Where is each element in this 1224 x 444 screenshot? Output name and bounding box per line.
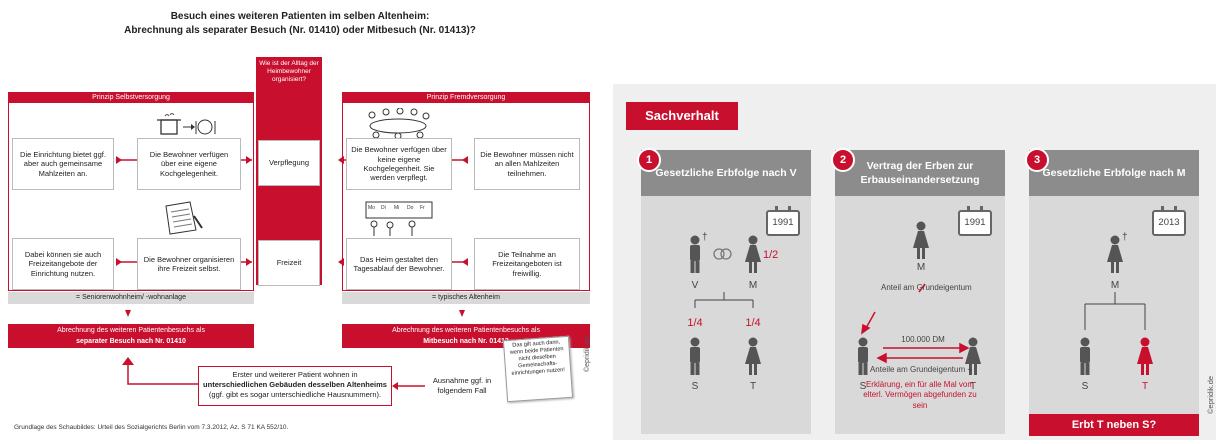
self-free-near: Die Bewohner organisieren ihre Freizeit …: [137, 238, 241, 290]
result-self-line-1: Abrechnung des weiteren Patientenbesuchs…: [57, 327, 205, 334]
connector-arrows: [116, 156, 468, 390]
diagram-title: Besuch eines weiteren Patienten im selbe…: [90, 10, 510, 37]
center-question: Wie ist der Alltag der Heimbewohner orga…: [259, 60, 319, 84]
bottom-box: Erster und weiterer Patient wohnen in un…: [198, 366, 392, 406]
death-mark-v: †: [702, 232, 708, 243]
board-day-0: Mo: [368, 205, 375, 211]
column-2-number: 2: [831, 148, 855, 172]
board-day-2: Mi: [394, 205, 399, 211]
share-t1: 1/4: [745, 317, 760, 329]
result-other-line-1: Abrechnung des weiteren Patientenbesuchs…: [392, 327, 540, 334]
note: Das gilt auch dann, wenn beide Patienten…: [502, 335, 574, 403]
frac-m: 1/2: [763, 249, 778, 261]
arrow-exception: [392, 382, 398, 390]
gray-other: = typisches Altenheim: [342, 292, 590, 304]
dining-table-icon: [368, 108, 430, 138]
cooking-icon: [157, 113, 216, 135]
header-self: Prinzip Selbstversorgung: [8, 92, 254, 103]
column-1: [641, 150, 811, 434]
arrow-down-self: [125, 310, 131, 317]
other-meal-near: Die Bewohner verfügen über keine eigene …: [346, 138, 452, 190]
woman-icon-t3: [1137, 337, 1153, 375]
label-t1: T: [750, 381, 756, 392]
label-v: V: [692, 280, 699, 291]
woman-icon-m3: [1107, 235, 1123, 273]
calendar-icon-3: 2013: [1152, 206, 1186, 236]
label-s2: S: [860, 381, 867, 392]
header-other: Prinzip Fremdversorgung: [342, 92, 590, 103]
frame-other: [342, 103, 590, 291]
man-icon-s3: [1080, 337, 1090, 375]
arrow-down-other: [459, 310, 465, 317]
self-meal-near: Die Bewohner verfügen über eine eigene K…: [137, 138, 241, 190]
row-verpflegung: Verpflegung: [258, 140, 320, 186]
question-bar: Erbt T neben S?: [1029, 414, 1199, 436]
board-day-4: Fr: [420, 205, 425, 211]
woman-icon-m: [745, 235, 761, 273]
woman-icon-m2: [913, 221, 929, 259]
result-self: Abrechnung des weiteren Patientenbesuchs…: [8, 324, 254, 348]
man-icon-s2: [858, 337, 868, 375]
man-icon-s1: [690, 337, 700, 375]
column-3: [1029, 150, 1199, 434]
planner-notebook-icon: [165, 201, 203, 235]
label-t2: T: [970, 381, 976, 392]
amount-label: 100.000 DM: [901, 335, 945, 344]
column-2: [835, 150, 1005, 434]
footer-note: Grundlage des Schaubildes: Urteil des So…: [14, 424, 289, 431]
arrow-left-4: [338, 258, 344, 266]
label-s3: S: [1082, 381, 1089, 392]
red-declaration: Erklärung, ein für alle Mal vom elterl. …: [863, 380, 977, 410]
self-meal-far: Die Einrichtung bietet ggf. aber auch ge…: [12, 138, 114, 190]
share-plus-label: Anteile am Grundeigentum +: [870, 365, 972, 374]
bottom-line-3: (ggf. gibt es sogar unterschiedliche Hau…: [208, 389, 382, 399]
label-m3: M: [1111, 280, 1119, 291]
other-free-far: Die Teilnahme an Freizeitangeboten ist f…: [474, 238, 580, 290]
arrow-up-bottom: [122, 357, 134, 365]
board-day-1: Di: [381, 205, 386, 211]
label-m1: M: [749, 280, 757, 291]
exception-text: Ausnahme ggf. in folgendem Fall: [432, 376, 492, 395]
result-self-line-2: separater Besuch nach Nr. 01410: [76, 338, 186, 345]
result-other-line-2: Mitbesuch nach Nr. 01413: [423, 338, 509, 345]
bottom-line-2: unterschiedlichen Gebäuden desselben Alt…: [203, 379, 387, 389]
column-3-title: Gesetzliche Erbfolge nach M: [1029, 150, 1199, 196]
other-meal-far: Die Bewohner müssen nicht an allen Mahlz…: [474, 138, 580, 190]
calendar-icon-1: 1991: [766, 206, 800, 236]
self-free-far: Dabei können sie auch Freizeitangebote d…: [12, 238, 114, 290]
row-freizeit: Freizeit: [258, 240, 320, 286]
family-figures: † 1/2 V M 1/4 1/4 S T M Anteil am Grunde…: [687, 221, 1153, 392]
schedule-board-icon: Mo Di Mi Do Fr: [365, 201, 433, 236]
label-m2: M: [917, 262, 925, 273]
title-line-2: Abrechnung als separater Besuch (Nr. 014…: [124, 24, 476, 36]
column-1-number: 1: [637, 148, 661, 172]
column-2-title: Vertrag der Erben zur Erbauseinandersetz…: [835, 150, 1005, 196]
title-line-1: Besuch eines weiteren Patienten im selbe…: [170, 11, 430, 22]
column-1-title: Gesetzliche Erbfolge nach V: [641, 150, 811, 196]
column-3-number: 3: [1025, 148, 1049, 172]
man-icon-v: [690, 235, 700, 273]
anteil-label: Anteil am Grundeigentum: [881, 283, 972, 292]
other-free-near: Das Heim gestaltet den Tagesablauf der B…: [346, 238, 452, 290]
copyright-left: ©epridik.de: [584, 336, 591, 372]
arrow-left-2: [338, 156, 344, 164]
calendar-icon-2: 1991: [958, 206, 992, 236]
section-title: Sachverhalt: [626, 102, 738, 130]
board-day-3: Do: [407, 205, 414, 211]
label-t3: T: [1142, 381, 1148, 392]
gray-self: = Seniorenwohnheim/ -wohnanlage: [8, 292, 254, 304]
bottom-line-1: Erster und weiterer Patient wohnen in: [232, 370, 358, 379]
share-s1: 1/4: [687, 317, 702, 329]
rings-icon: [713, 248, 732, 260]
woman-icon-t1: [745, 337, 761, 375]
frame-self: [8, 103, 254, 291]
label-s1: S: [692, 381, 699, 392]
death-mark-m: †: [1122, 232, 1128, 243]
